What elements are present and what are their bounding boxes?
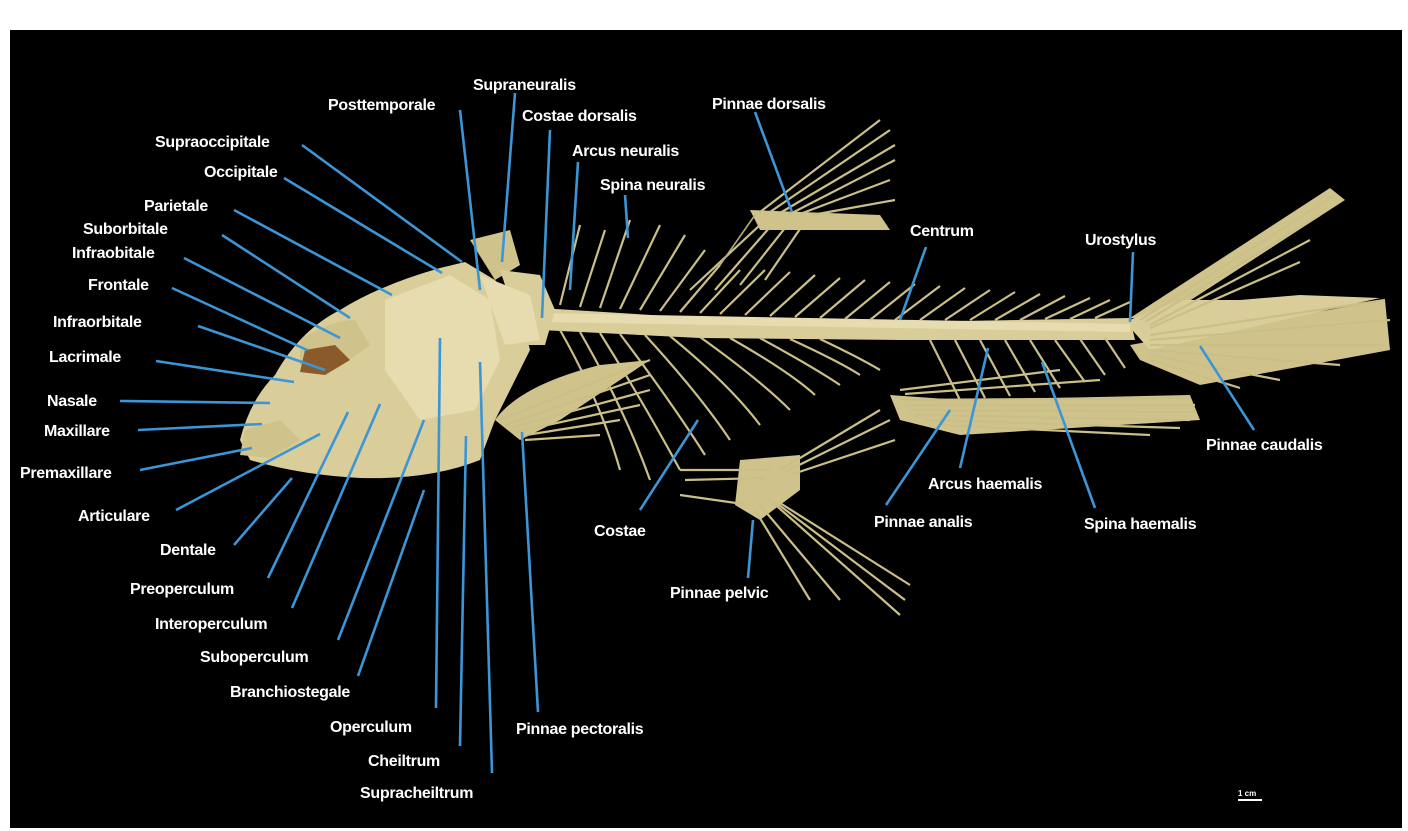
leader-centrum (900, 247, 926, 320)
label-pinnae-pelvic: Pinnae pelvic (670, 585, 769, 602)
leader-dentale (234, 478, 292, 545)
label-costae: Costae (594, 523, 646, 540)
skeleton-illustration (240, 120, 1390, 615)
skull (240, 230, 555, 478)
label-dentale: Dentale (160, 542, 216, 559)
leader-nasale (120, 401, 270, 403)
label-supraoccipitale: Supraoccipitale (155, 134, 270, 151)
caudal-fin (1125, 188, 1390, 388)
ribs (560, 330, 880, 480)
leader-pinnae-dorsalis (755, 112, 792, 212)
leader-pinnae-pelvic (748, 520, 753, 578)
label-arcus-haemalis: Arcus haemalis (928, 476, 1042, 493)
label-spina-neuralis: Spina neuralis (600, 177, 706, 194)
leader-pinnae-pectoralis (522, 432, 538, 712)
label-pinnae-pectoralis: Pinnae pectoralis (516, 721, 644, 738)
scale-bar: 1 cm (1238, 789, 1262, 800)
anal-fin (890, 370, 1200, 435)
label-preoperculum: Preoperculum (130, 581, 234, 598)
label-premaxillare: Premaxillare (20, 465, 112, 482)
labels: Supraneuralis Posttemporale Costae dorsa… (20, 77, 1323, 802)
label-posttemporale: Posttemporale (328, 97, 436, 114)
label-infraorbitale: Infraorbitale (53, 314, 142, 331)
label-suboperculum: Suboperculum (200, 649, 308, 666)
label-arcus-neuralis: Arcus neuralis (572, 143, 679, 160)
leader-urostylus (1130, 252, 1133, 322)
leader-cheiltrum (460, 436, 466, 746)
leader-premaxillare (140, 448, 252, 470)
label-supracheiltrum: Supracheiltrum (360, 785, 473, 802)
leader-parietale (234, 210, 392, 295)
label-pinnae-analis: Pinnae analis (874, 514, 973, 531)
label-maxillare: Maxillare (44, 423, 110, 440)
label-articulare: Articulare (78, 508, 150, 525)
leader-arcus-neuralis (570, 162, 578, 290)
vertebral-column (540, 308, 1135, 340)
label-branchiostegale: Branchiostegale (230, 684, 350, 701)
label-operculum: Operculum (330, 719, 412, 736)
label-costae-dorsalis: Costae dorsalis (522, 108, 637, 125)
label-urostylus: Urostylus (1085, 232, 1156, 249)
label-spina-haemalis: Spina haemalis (1084, 516, 1197, 533)
label-occipitale: Occipitale (204, 164, 278, 181)
label-pinnae-caudalis: Pinnae caudalis (1206, 437, 1323, 454)
dorsal-fin (690, 120, 895, 290)
leader-lacrimale (156, 361, 294, 382)
leader-infraobitale (184, 258, 340, 338)
label-lacrimale: Lacrimale (49, 349, 121, 366)
label-infraobitale: Infraobitale (72, 245, 155, 262)
label-suborbitale: Suborbitale (83, 221, 168, 238)
label-supraneuralis: Supraneuralis (473, 77, 576, 94)
leader-suborbitale (222, 235, 350, 318)
label-interoperculum: Interoperculum (155, 616, 267, 633)
label-centrum: Centrum (910, 223, 974, 240)
label-frontale: Frontale (88, 277, 149, 294)
label-nasale: Nasale (47, 393, 97, 410)
label-pinnae-dorsalis: Pinnae dorsalis (712, 96, 826, 113)
leader-spina-haemalis (1042, 362, 1095, 508)
label-parietale: Parietale (144, 198, 208, 215)
neural-spines (560, 220, 1130, 320)
leader-occipitale (284, 178, 442, 273)
leader-branchiostegale (358, 490, 424, 676)
label-cheiltrum: Cheiltrum (368, 753, 440, 770)
scale-bar-label: 1 cm (1238, 789, 1256, 798)
